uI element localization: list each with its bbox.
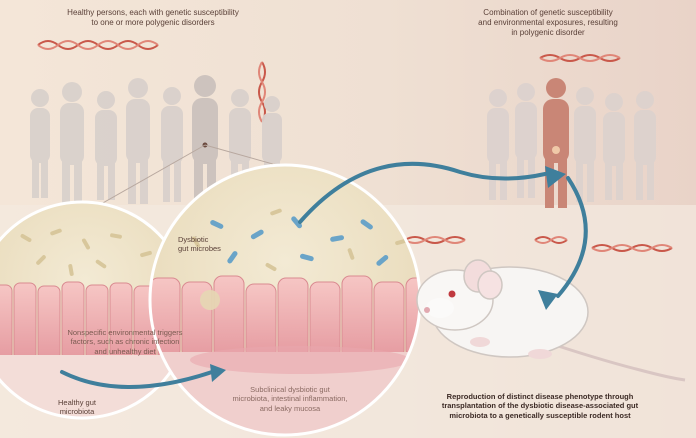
subclinical-label: Subclinical dysbiotic gut microbiota, in…: [215, 385, 365, 413]
combination-label: Combination of genetic susceptibility an…: [448, 8, 648, 38]
environmental-triggers-label: Nonspecific environmental triggers facto…: [40, 328, 210, 356]
healthy-gut-label: Healthy gut microbiota: [32, 398, 122, 417]
dysbiotic-microbes-label: Dysbiotic gut microbes: [178, 235, 248, 254]
healthy-persons-label: Healthy persons, each with genetic susce…: [28, 8, 278, 28]
reproduction-label: Reproduction of distinct disease phenoty…: [410, 392, 670, 420]
